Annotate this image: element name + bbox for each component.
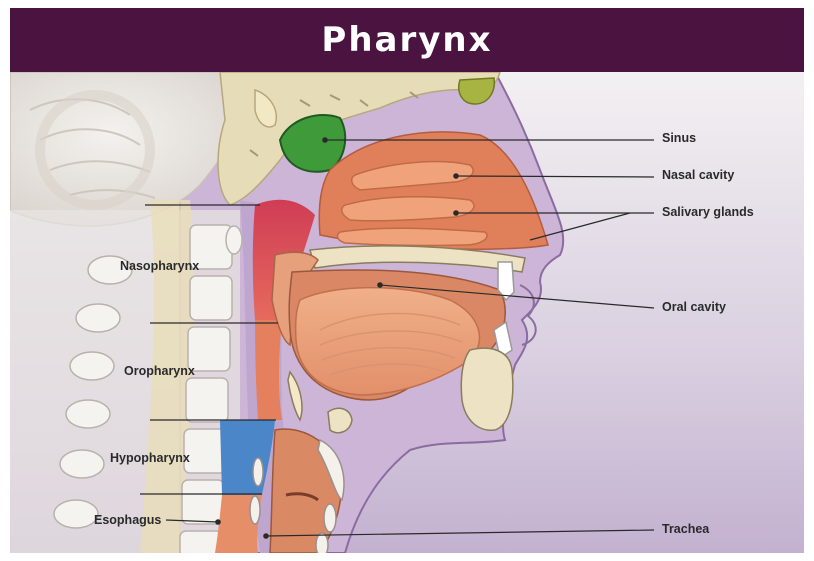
- label-oropharynx: Oropharynx: [124, 364, 195, 378]
- label-salivary-glands: Salivary glands: [662, 205, 754, 219]
- vertebra: [190, 276, 232, 320]
- leader-dot: [264, 534, 268, 538]
- posterior-ring: [250, 496, 260, 524]
- vertebra: [186, 378, 228, 422]
- label-nasopharynx: Nasopharynx: [120, 259, 199, 273]
- vertebra: [182, 480, 224, 524]
- leader-dot: [454, 174, 458, 178]
- leader-dot: [454, 211, 458, 215]
- cartilage-ring: [316, 533, 328, 553]
- spinous-process: [70, 352, 114, 380]
- leader-dot: [216, 520, 220, 524]
- label-nasal-cavity: Nasal cavity: [662, 168, 734, 182]
- posterior-ring: [253, 458, 263, 486]
- label-esophagus: Esophagus: [94, 513, 161, 527]
- cartilage-ring: [324, 504, 336, 532]
- hyoid-bone: [328, 408, 352, 432]
- spinous-process: [54, 500, 98, 528]
- spinous-process: [66, 400, 110, 428]
- title-banner: Pharynx: [10, 8, 804, 72]
- spinous-process: [76, 304, 120, 332]
- leader-dot: [378, 283, 382, 287]
- label-sinus: Sinus: [662, 131, 696, 145]
- atlas: [226, 226, 242, 254]
- leader-dot: [323, 138, 327, 142]
- vertebra: [184, 429, 226, 473]
- nasal-turbinates: [337, 162, 487, 246]
- label-trachea: Trachea: [662, 522, 709, 536]
- label-oral-cavity: Oral cavity: [662, 300, 726, 314]
- page-title: Pharynx: [10, 8, 804, 72]
- oropharynx-region: [255, 320, 282, 420]
- label-hypopharynx: Hypopharynx: [110, 451, 190, 465]
- turbinate-lower: [337, 228, 487, 245]
- mandible: [461, 348, 513, 430]
- spinous-process: [60, 450, 104, 478]
